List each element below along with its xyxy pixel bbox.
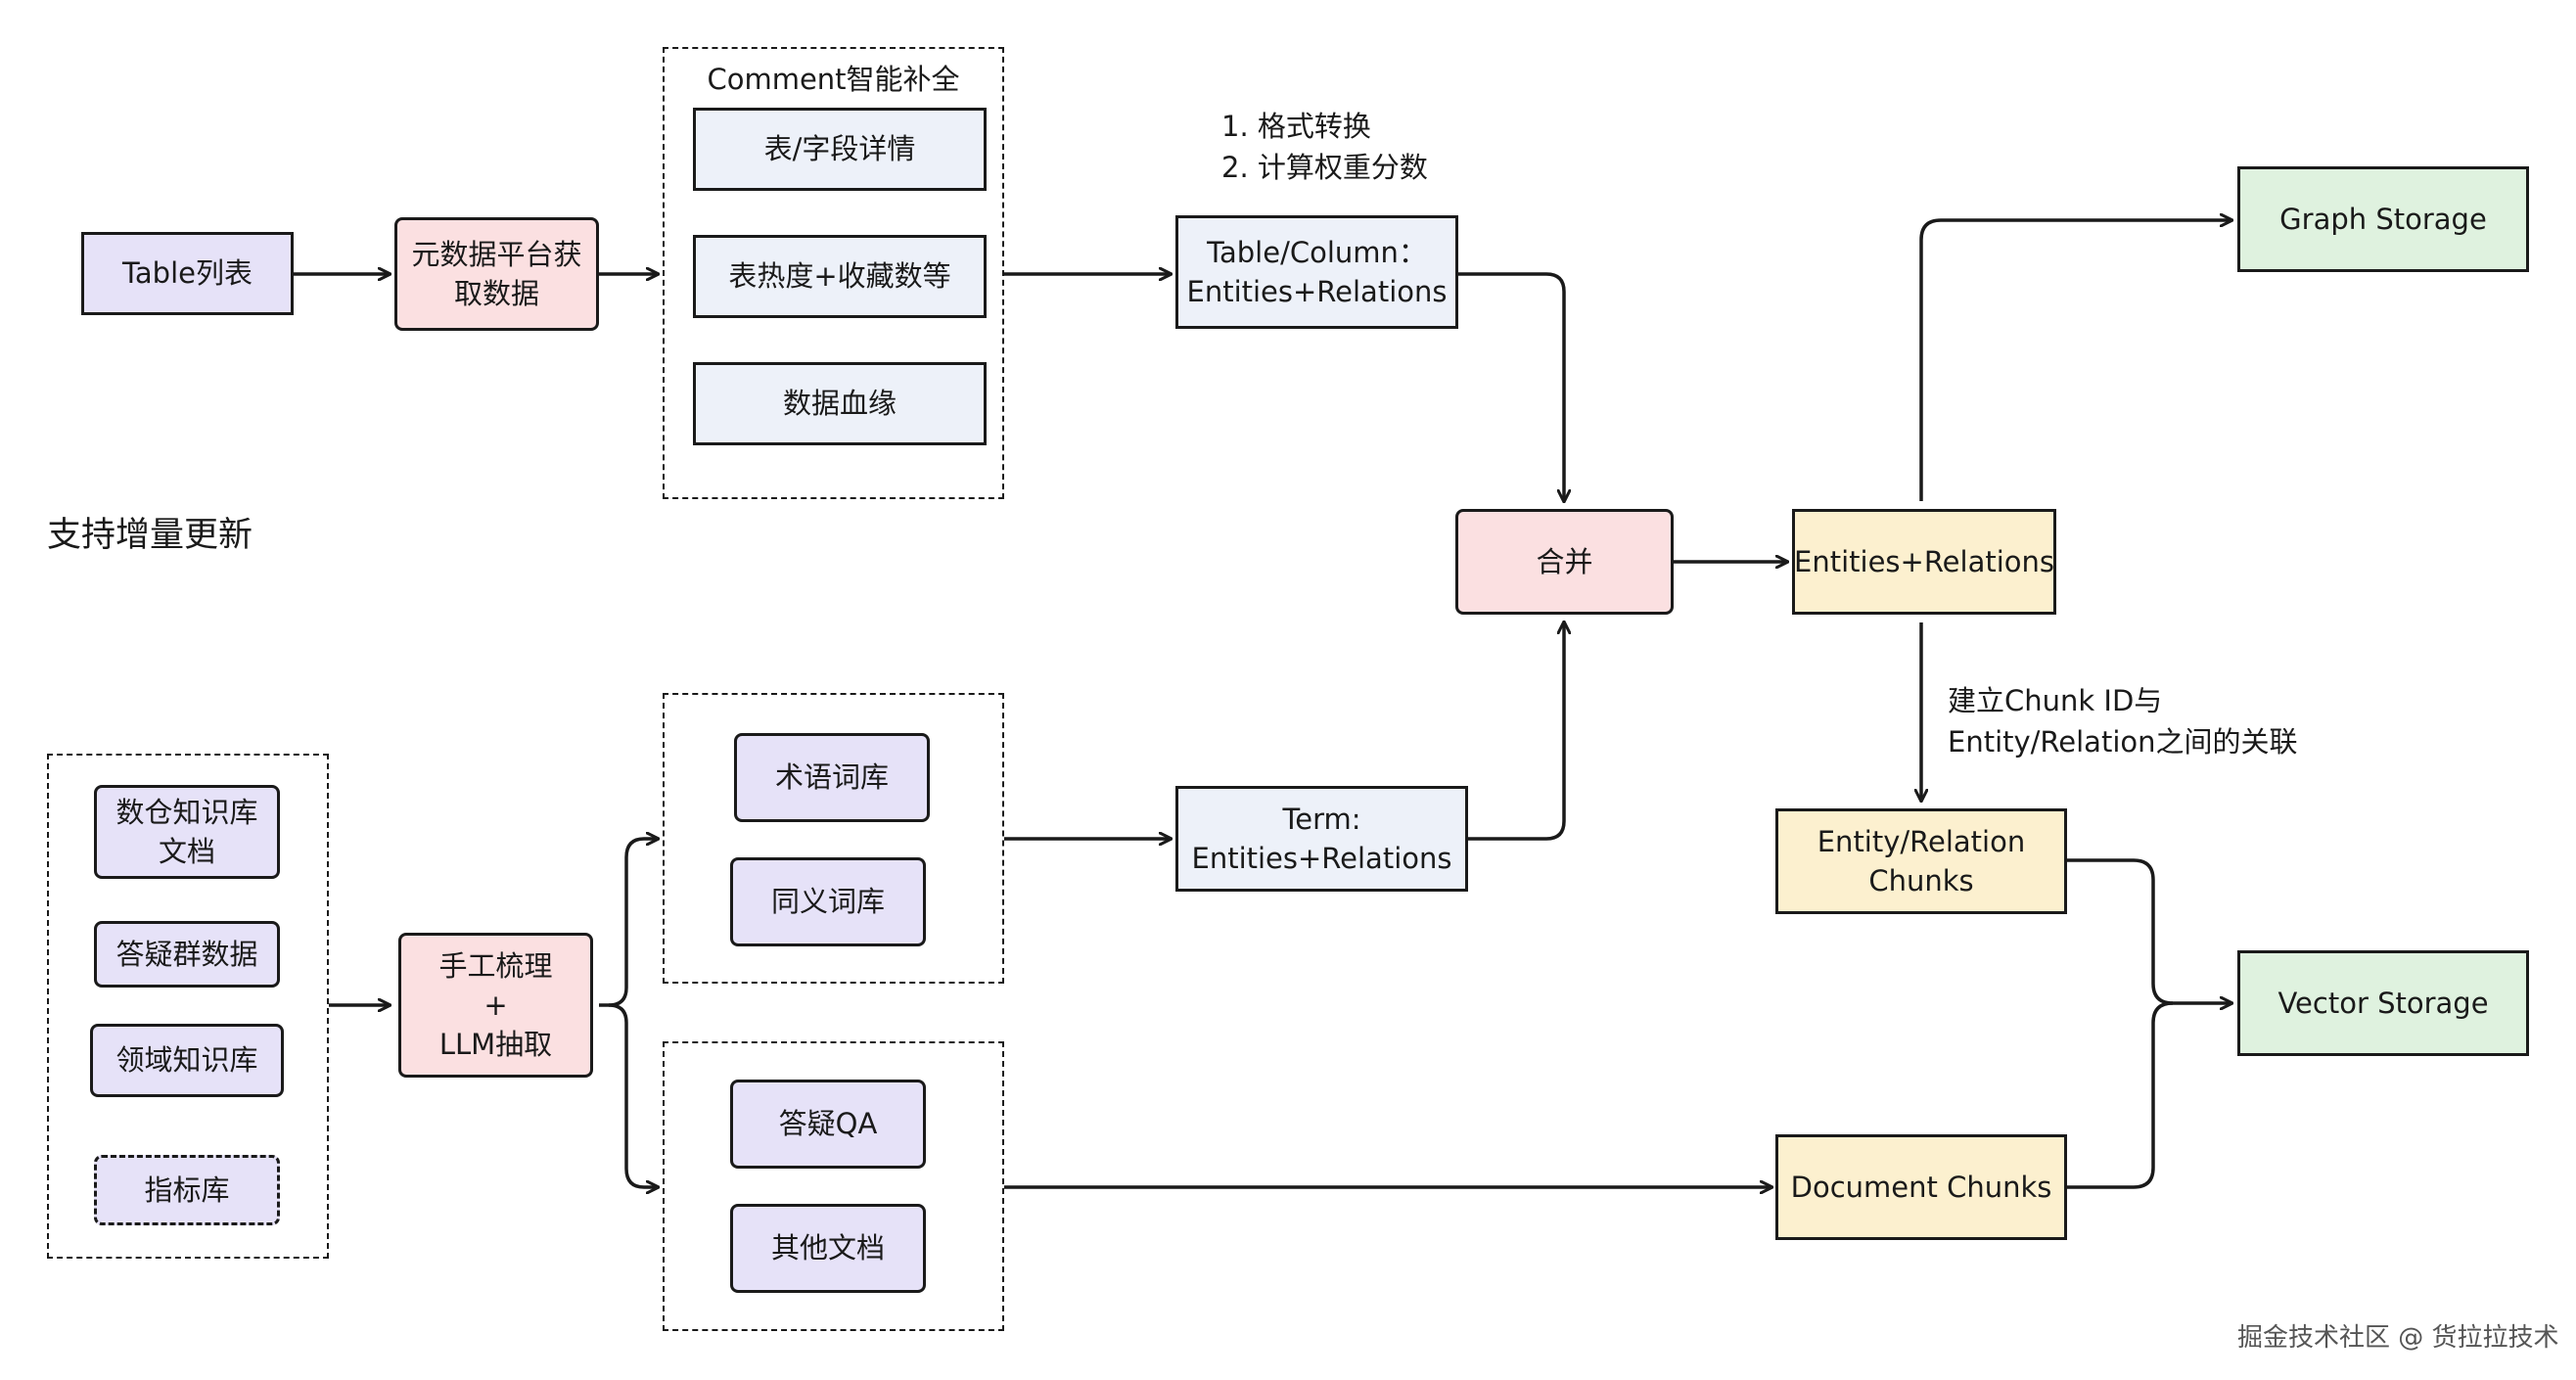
node-graph-storage: Graph Storage [2237,166,2529,272]
node-dw-knowledge-docs: 数仓知识库 文档 [94,785,280,879]
edge-term-to-merge [1468,622,1564,841]
node-data-lineage: 数据血缘 [693,362,987,445]
node-domain-knowledge: 领域知识库 [90,1024,284,1097]
edge-manual-to-qa-group [608,1003,658,1187]
edge-entities-to-graph [1919,220,2231,501]
node-merge: 合并 [1455,509,1674,615]
node-document-chunks: Document Chunks [1775,1134,2067,1240]
node-term-er: Term: Entities+Relations [1175,786,1468,892]
node-table-list: Table列表 [81,232,294,315]
node-table-column-er: Table/Column： Entities+Relations [1175,215,1458,329]
node-other-docs: 其他文档 [730,1204,926,1293]
edge-entity-chunks-to-vector [2067,858,2231,1003]
edge-doc-chunks-to-vector [2067,1001,2174,1189]
node-manual-llm: 手工梳理 + LLM抽取 [398,933,593,1078]
node-vector-storage: Vector Storage [2237,950,2529,1056]
label-format-steps: 1. 格式转换 2. 计算权重分数 [1221,110,1428,185]
group-comment-completion-label: Comment智能补全 [707,63,960,96]
node-metric-library: 指标库 [94,1155,280,1225]
node-entities-relations: Entities+Relations [1792,509,2056,615]
group-knowledge-sources [47,754,329,1259]
node-metadata-platform: 元数据平台获 取数据 [394,217,599,331]
node-term-library: 术语词库 [734,733,930,822]
group-term-libraries [663,693,1004,984]
node-table-detail: 表/字段详情 [693,108,987,191]
footer-credit: 掘金技术社区 @ 货拉拉技术 [2237,1323,2559,1353]
label-incremental-update: 支持增量更新 [47,516,253,555]
node-entity-relation-chunks: Entity/Relation Chunks [1775,808,2067,914]
edge-table-column-to-merge [1458,272,1564,501]
node-qa-pairs: 答疑QA [730,1080,926,1169]
group-comment-completion: Comment智能补全 [663,47,1004,499]
node-table-heat: 表热度+收藏数等 [693,235,987,318]
node-qa-group-data: 答疑群数据 [94,921,280,988]
edge-manual-to-term-group [599,839,658,1007]
label-chunk-link: 建立Chunk ID与 Entity/Relation之间的关联 [1948,684,2298,759]
node-synonym-library: 同义词库 [730,857,926,946]
group-qa-documents [663,1041,1004,1331]
